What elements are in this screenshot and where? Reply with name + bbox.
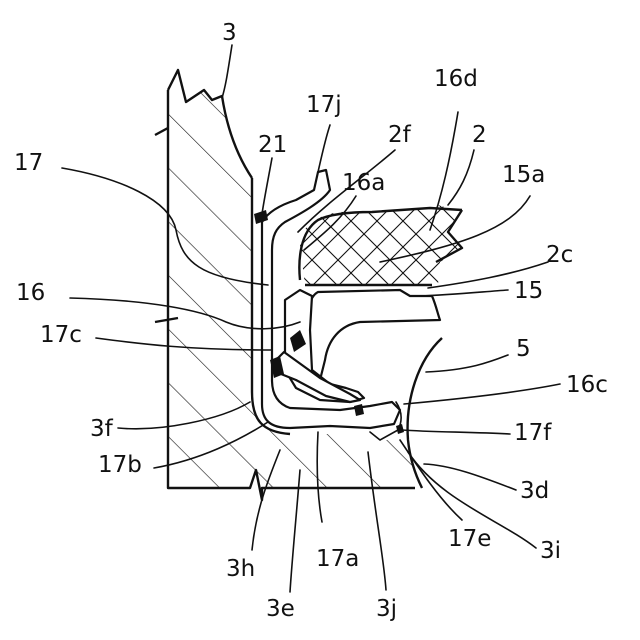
label-3j: 3j — [376, 596, 397, 622]
leader-15 — [420, 290, 508, 296]
label-17: 17 — [14, 150, 43, 176]
label-5: 5 — [516, 336, 531, 362]
label-3d: 3d — [520, 478, 549, 504]
leader-5 — [426, 355, 508, 372]
label-16a: 16a — [342, 170, 385, 196]
leader-17f — [402, 430, 510, 434]
label-16c: 16c — [566, 372, 608, 398]
label-17e: 17e — [448, 526, 491, 552]
label-3i: 3i — [540, 538, 561, 564]
label-3f: 3f — [90, 416, 114, 442]
label-17a: 17a — [316, 546, 359, 572]
sleeve-15 — [300, 290, 440, 380]
label-21: 21 — [258, 132, 287, 158]
leader-21 — [262, 158, 272, 214]
label-3h: 3h — [226, 556, 255, 582]
label-2f: 2f — [388, 122, 412, 148]
leader-3d — [424, 464, 516, 490]
leader-17j — [318, 125, 330, 172]
label-15: 15 — [514, 278, 543, 304]
label-17f: 17f — [514, 420, 552, 446]
label-17c: 17c — [40, 322, 82, 348]
label-3e: 3e — [266, 596, 295, 622]
label-17j: 17j — [306, 92, 342, 118]
label-16d: 16d — [434, 66, 478, 92]
leader-2 — [448, 150, 474, 205]
leader-3 — [222, 45, 232, 98]
label-3: 3 — [222, 20, 237, 46]
label-15a: 15a — [502, 162, 545, 188]
leader-16c — [404, 384, 560, 404]
label-2c: 2c — [546, 242, 573, 268]
label-17b: 17b — [98, 452, 142, 478]
label-2: 2 — [472, 122, 487, 148]
shaft-2 — [299, 205, 462, 285]
label-16: 16 — [16, 280, 45, 306]
